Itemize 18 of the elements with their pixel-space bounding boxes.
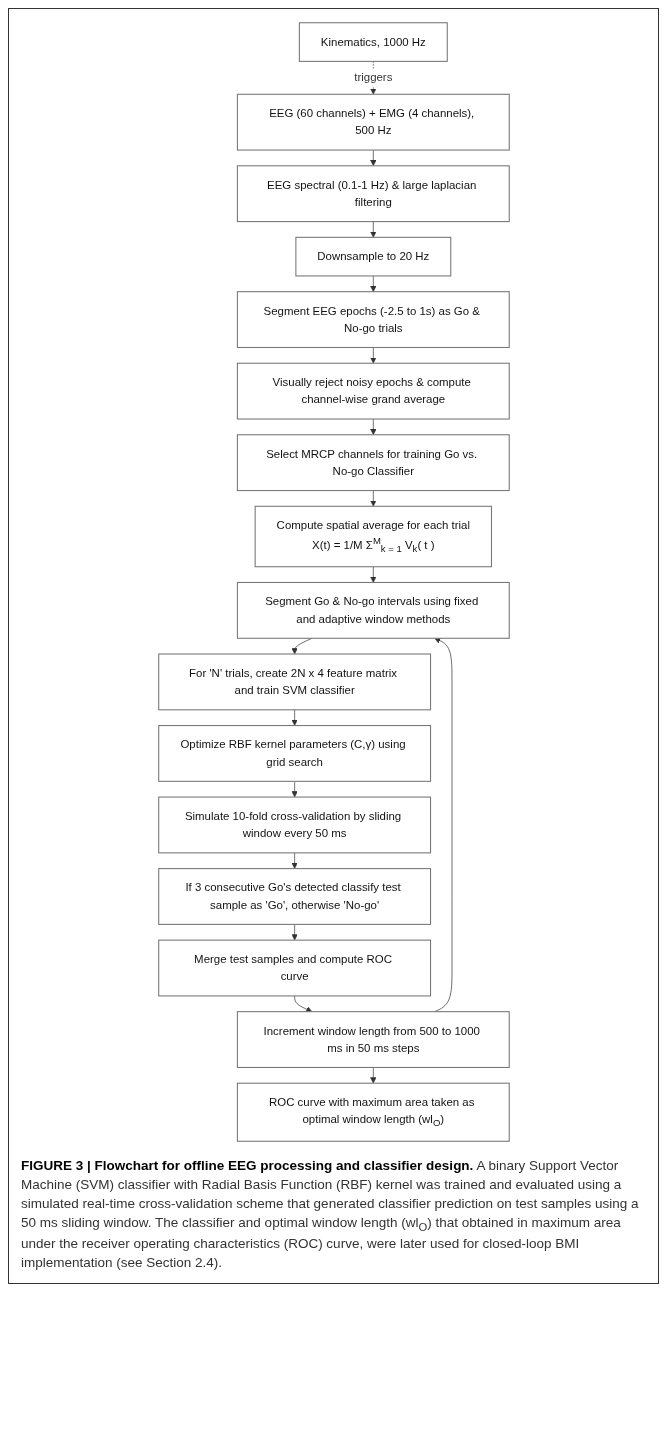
node-box: Select MRCP channels for training Go vs. No-go Classifier bbox=[236, 434, 510, 492]
node-box: If 3 consecutive Go's detected classify test sample as 'Go', otherwise 'No-go' bbox=[157, 868, 431, 925]
node-box: Compute spatial average for each trial X(t) = 1/M Σ$^{M}$$_{k = 1}$ V$_{k}$( t ) bbox=[254, 505, 492, 568]
node-box: Visually reject noisy epochs & compute channel-wise grand average bbox=[236, 362, 510, 420]
node-box: Merge test samples and compute ROC curve bbox=[157, 939, 431, 997]
node-box: ROC curve with maximum area taken as optimal window length (wl$_{O}$) bbox=[236, 1082, 510, 1142]
node-box: Optimize RBF kernel parameters (C,γ) using grid search bbox=[157, 725, 431, 782]
node-box: EEG spectral (0.1-1 Hz) & large laplacian filtering bbox=[236, 165, 510, 223]
node-box: For 'N' trials, create 2N x 4 feature matrix and train SVM classifier bbox=[157, 653, 431, 711]
node-box: Kinematics, 1000 Hz bbox=[298, 22, 448, 62]
node-box: Downsample to 20 Hz bbox=[294, 236, 451, 277]
edge-label: triggers bbox=[353, 71, 392, 84]
figure-caption: FIGURE 3 | Flowchart for offline EEG processing and classifier design. A binary Support Vector Machine (SVM) classifier with Radial Basis Function (RBF) kernel was trained and evaluated using a simulated real-time cross-validation scheme that generated classifier prediction on test samples using a 50 ms sliding window. The classifier and optimal window length (wl$_{O}$) that obtained in maximum area under the receiver operating characteristics (ROC) curve, were later used for closed-loop BMI implementation (see Section 2.4). bbox=[21, 1157, 640, 1272]
node-box: Segment EEG epochs (-2.5 to 1s) as Go & No-go trials bbox=[236, 291, 510, 349]
node-box: EEG (60 channels) + EMG (4 channels), 500 Hz bbox=[236, 93, 510, 151]
node-box: Simulate 10-fold cross-validation by sliding window every 50 ms bbox=[157, 796, 431, 854]
node-box: Segment Go & No-go intervals using fixed and adaptive window methods bbox=[236, 581, 510, 639]
node-box: Increment window length from 500 to 1000 ms in 50 ms steps bbox=[236, 1011, 510, 1068]
